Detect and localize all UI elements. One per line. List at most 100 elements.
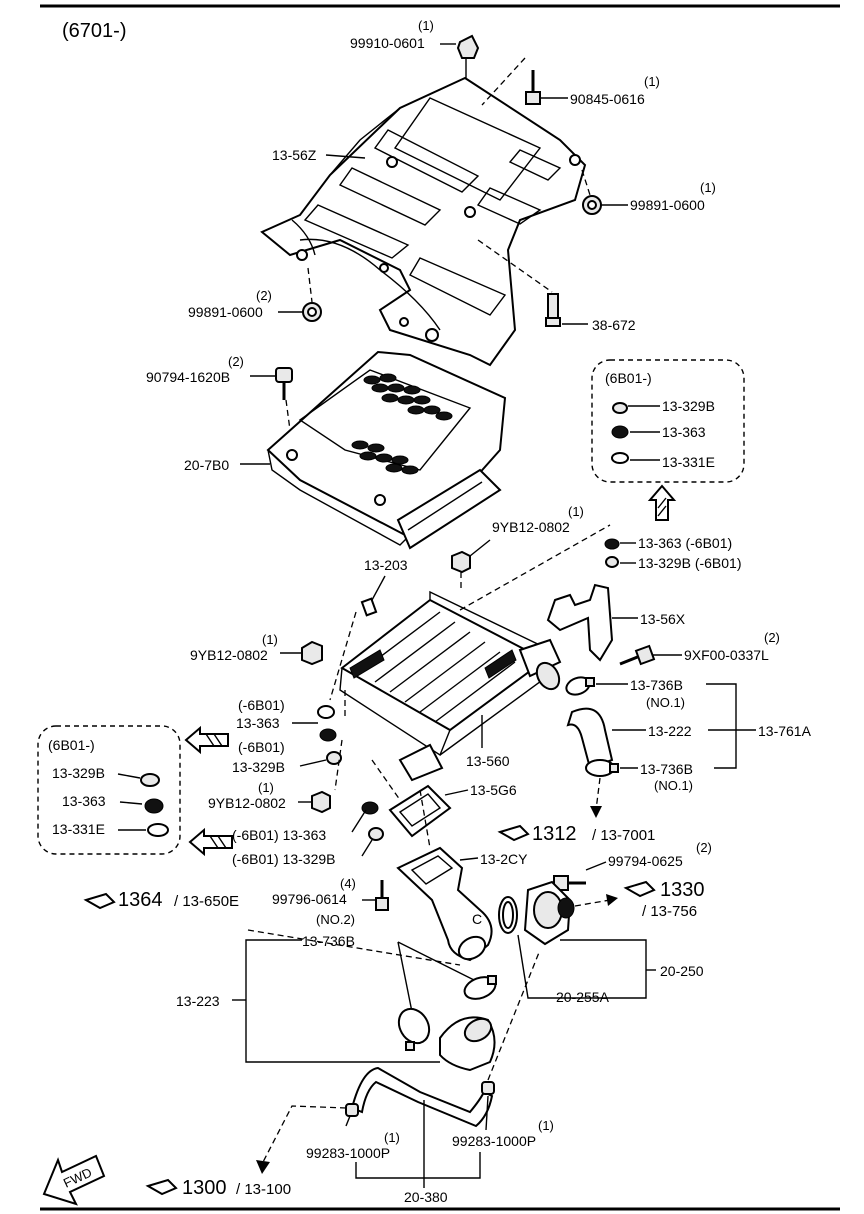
ref-1312-section: / 13-7001 [592,827,655,844]
qty-99796: (4) [340,876,356,891]
bolt-9xf00-0337l [619,644,656,666]
label-13-736b-no1-bottom: 13-736B [640,761,693,777]
label-20-250: 20-250 [660,963,704,979]
engine-cover-13-56z [260,76,587,367]
pointing-hand-icon [497,824,530,842]
variant-box-right-item-1: 13-329B [662,398,715,414]
label-no1-bottom: (NO.1) [654,778,693,793]
label-99891-0600-right: 99891-0600 [630,197,705,213]
label-99283-1000p-left: 99283-1000P [306,1145,390,1161]
ref-1312-number: 1312 [532,823,577,845]
ref-1364-number: 1364 [118,889,163,911]
label-9yb12-0802-middle: 9YB12-0802 [190,647,268,663]
label-9xf00-0337l: 9XF00-0337L [684,647,769,663]
pipe-letter-c: C [472,911,482,927]
label-38-672: 38-672 [592,317,636,333]
mesh-grille-bottom [351,440,419,475]
qty-90794: (2) [228,354,244,369]
label-13-363-a: 13-363 [236,715,280,731]
bolt-99796-0614 [375,880,389,911]
variant-box-left-item-3: 13-331E [52,821,105,837]
ref-1330: 1330 / 13-756 [623,879,705,920]
label-13-5g6: 13-5G6 [470,782,517,798]
ref-1300: 1300 / 13-100 [145,1177,291,1199]
label-13-223: 13-223 [176,993,220,1009]
mesh-grille-top [363,373,453,421]
stud-38-672 [545,293,561,327]
clip-99910-0601 [456,34,480,78]
label-13-736b-no1-top: 13-736B [630,677,683,693]
label-13-56x: 13-56X [640,611,686,627]
air-duct-20-7b0 [266,350,507,550]
clamp-13-736b-no2-lower [397,1007,431,1051]
gasket-13-5g6 [388,784,452,838]
ref-1330-section: / 13-756 [642,903,697,920]
label-13-2cy: 13-2CY [480,851,528,867]
intercooler-13-560 [339,590,562,782]
variant-box-right-item-2: 13-363 [662,424,706,440]
label-no1-top: (NO.1) [646,695,685,710]
arrow-down-1300 [256,1160,270,1174]
label-13-560: 13-560 [466,753,510,769]
qty-99891-right: (1) [700,180,716,195]
clamp-13-736b-no1-bottom [585,759,619,777]
variant-box-right-title: (6B01-) [605,370,652,386]
arrow-down-1312 [590,806,602,818]
grommet-13-363-right [604,538,620,550]
variant-box-right: (6B01-) 13-329B 13-363 13-331E [591,359,745,483]
ref-1312: 1312 / 13-7001 [497,823,655,845]
pointing-hand-icon [623,880,656,898]
sensor-13-203 [360,597,378,617]
nut-9yb12-0802-top [451,550,471,574]
qty-9yb12-lower: (1) [258,780,274,795]
label-90845-0616: 90845-0616 [570,91,645,107]
collar-13-329b-right [605,556,619,568]
ref-1300-number: 1300 [182,1177,227,1199]
label-20-7b0: 20-7B0 [184,457,229,473]
variant-box-left: (6B01-) 13-329B 13-363 13-331E [37,725,181,855]
ref-1300-section: / 13-100 [236,1181,291,1198]
label-13-203: 13-203 [364,557,408,573]
collar-13-329b-b [368,827,384,841]
grommet-top-a [317,705,335,719]
clamp-13-736b-no2-upper [463,975,497,1000]
label-no2: (NO.2) [316,912,355,927]
pointing-hand-icon [83,892,116,910]
hose-13-222 [566,707,614,770]
qty-99283-left: (1) [384,1130,400,1145]
hose-20-380 [345,1066,495,1128]
model-code: (6701-) [62,20,126,42]
pointing-hand-icon [145,1178,178,1196]
label-90794-1620b: 90794-1620B [146,369,230,385]
label-6b01-a: (-6B01) [238,697,285,713]
label-9yb12-0802-top: 9YB12-0802 [492,519,570,535]
nut-99891-0600-right [582,195,602,215]
arrow-left-lower [188,827,233,857]
ref-1330-number: 1330 [660,879,705,901]
label-13-329b-a: 13-329B [232,759,285,775]
bolt-90794-1620b [275,367,293,400]
label-13-329b-right: 13-329B (-6B01) [638,555,742,571]
clamp-13-736b-no1-top [565,676,595,696]
qty-99794: (2) [696,840,712,855]
outlet-20-250 [523,880,575,946]
collar-13-329b-a [326,751,342,765]
label-99910-0601: 99910-0601 [350,35,425,51]
ref-1364: 1364 / 13-650E [83,889,239,911]
bracket-13-56x [546,583,614,662]
qty-99283-right: (1) [538,1118,554,1133]
label-13-56z: 13-56Z [272,147,317,163]
label-99794-0625: 99794-0625 [608,853,683,869]
fin-marks-left [349,649,385,679]
arrow-left-upper [184,725,229,755]
ref-1364-section: / 13-650E [174,893,239,910]
gasket-20-255a [498,896,518,934]
label-99283-1000p-right: 99283-1000P [452,1133,536,1149]
arrow-up-to-variant-box [647,484,677,521]
hose-13-223 [439,1016,496,1072]
bolt-90845-0616 [525,70,541,105]
nut-9yb12-0802-middle [301,640,323,666]
nut-9yb12-0802-lower [311,790,331,814]
qty-9yb12-middle: (1) [262,632,278,647]
